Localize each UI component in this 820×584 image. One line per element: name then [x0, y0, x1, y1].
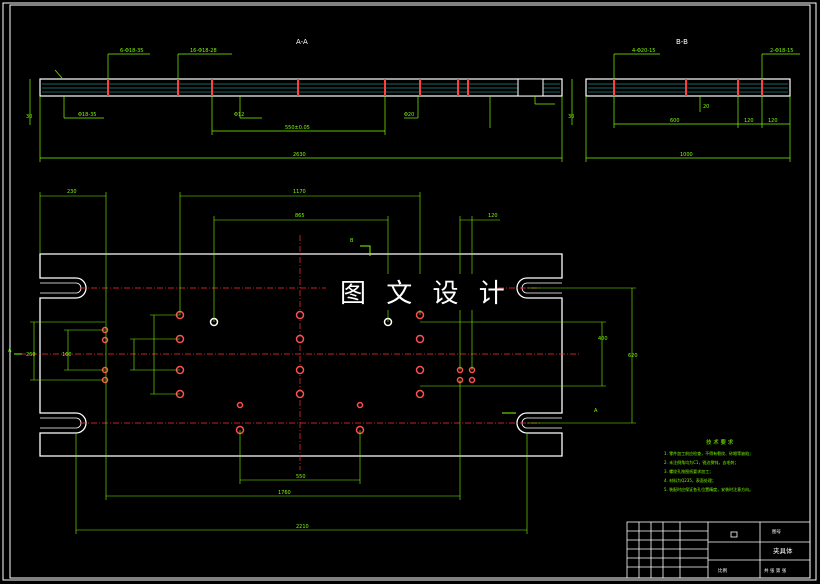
section-aa-dimensions [29, 53, 563, 162]
section-bb-callout-right: 2-Φ18-15 [770, 48, 793, 54]
section-aa-body [39, 78, 563, 97]
section-aa-thickness-dim: 30 [26, 114, 32, 120]
plan-section-mark-a-right: A [594, 408, 598, 414]
section-aa-holes [107, 79, 469, 96]
dim-bottom-mid: 550 [296, 474, 306, 480]
dim-left-2: 160 [62, 352, 72, 358]
title-block-part-name: 夹具体 [773, 546, 793, 555]
title-block-label-scale: 比例 [718, 567, 727, 574]
section-aa-width-dim: 2630 [293, 152, 306, 158]
section-aa-view: A-A [26, 38, 563, 162]
title-block [626, 521, 811, 579]
section-aa-hatch [42, 83, 560, 93]
title-block-label-sheet: 共 张 第 张 [764, 567, 787, 574]
dim-top-span: 1170 [293, 189, 306, 195]
section-bb-dim-1: 600 [670, 118, 680, 124]
plan-dimensions [30, 192, 636, 534]
hole-group-locating [209, 317, 393, 327]
dim-bottom-total: 2210 [296, 524, 309, 530]
dim-top-inner: 865 [295, 213, 305, 219]
section-aa-callout-left: 6-Φ18-35 [120, 48, 143, 54]
tech-requirement-item: 3. 螺纹孔按图纸要求加工； [664, 468, 713, 474]
section-bb-dim-3: 120 [768, 118, 778, 124]
section-aa-callout-mid: 16-Φ18-28 [190, 48, 217, 54]
section-bb-callout-left: 4-Φ20-15 [632, 48, 655, 54]
plan-outline [39, 253, 563, 457]
section-bb-width-dim: 1000 [680, 152, 693, 158]
section-bb-thickness-dim: 30 [568, 114, 574, 120]
watermark-text: 图 文 设 计 [340, 279, 511, 309]
tech-requirement-item: 1. 零件加工前应检查，不得有裂纹、砂眼等缺陷； [664, 450, 753, 456]
section-aa-hole-dim-1: Φ12 [234, 112, 244, 118]
tech-requirement-item: 4. 材料为Q235，表面处理； [664, 477, 716, 483]
plan-view: A A B 230 1170 865 120 550 1760 2210 620… [8, 189, 638, 534]
dim-right-outer: 620 [628, 353, 638, 359]
section-bb-hole-dim: 20 [703, 104, 709, 110]
dim-right-inner: 400 [598, 336, 608, 342]
section-bb-title: B-B [676, 38, 688, 46]
plan-holes [101, 310, 476, 435]
tech-requirements: 技 术 要 求 1. 零件加工前应检查，不得有裂纹、砂眼等缺陷； 2. 未注倒角… [664, 438, 753, 492]
section-bb-holes [613, 79, 763, 96]
section-aa-hole-spacing-dim: 550±0.05 [285, 125, 310, 131]
inner-frame [9, 4, 811, 579]
section-aa-pocket [517, 78, 544, 97]
section-aa-callout-bottom: Φ18-35 [78, 112, 96, 118]
section-bb-hatch [588, 83, 788, 93]
tech-requirement-item: 2. 未注倒角均为C1，锐边倒钝，去毛刺； [664, 459, 738, 465]
dim-left-1: 260 [26, 352, 36, 358]
section-bb-dimensions [571, 53, 800, 162]
dim-top-right: 120 [488, 213, 498, 219]
section-aa-hole-dim-2: Φ20 [404, 112, 414, 118]
tech-requirement-item: 5. 装配时应保证各孔位置精度，安装时注意方向。 [664, 486, 753, 492]
tech-requirements-title: 技 术 要 求 [706, 438, 734, 446]
title-block-label-top: 图号 [772, 529, 781, 535]
watermark-backdrop [326, 274, 498, 310]
dim-top-left: 230 [67, 189, 77, 195]
hole-group-left [101, 310, 476, 435]
section-bb-view: B-B 4-Φ20-15 2-Φ1 [568, 38, 800, 162]
plan-section-marks [14, 245, 516, 414]
plan-section-mark-b: B [350, 238, 354, 244]
section-bb-body [585, 78, 791, 97]
section-bb-dim-2: 120 [744, 118, 754, 124]
section-aa-title: A-A [296, 38, 308, 46]
plan-center-lines [20, 235, 580, 470]
plan-section-mark-a: A [8, 348, 12, 354]
dim-bottom-inner: 1760 [278, 490, 291, 496]
